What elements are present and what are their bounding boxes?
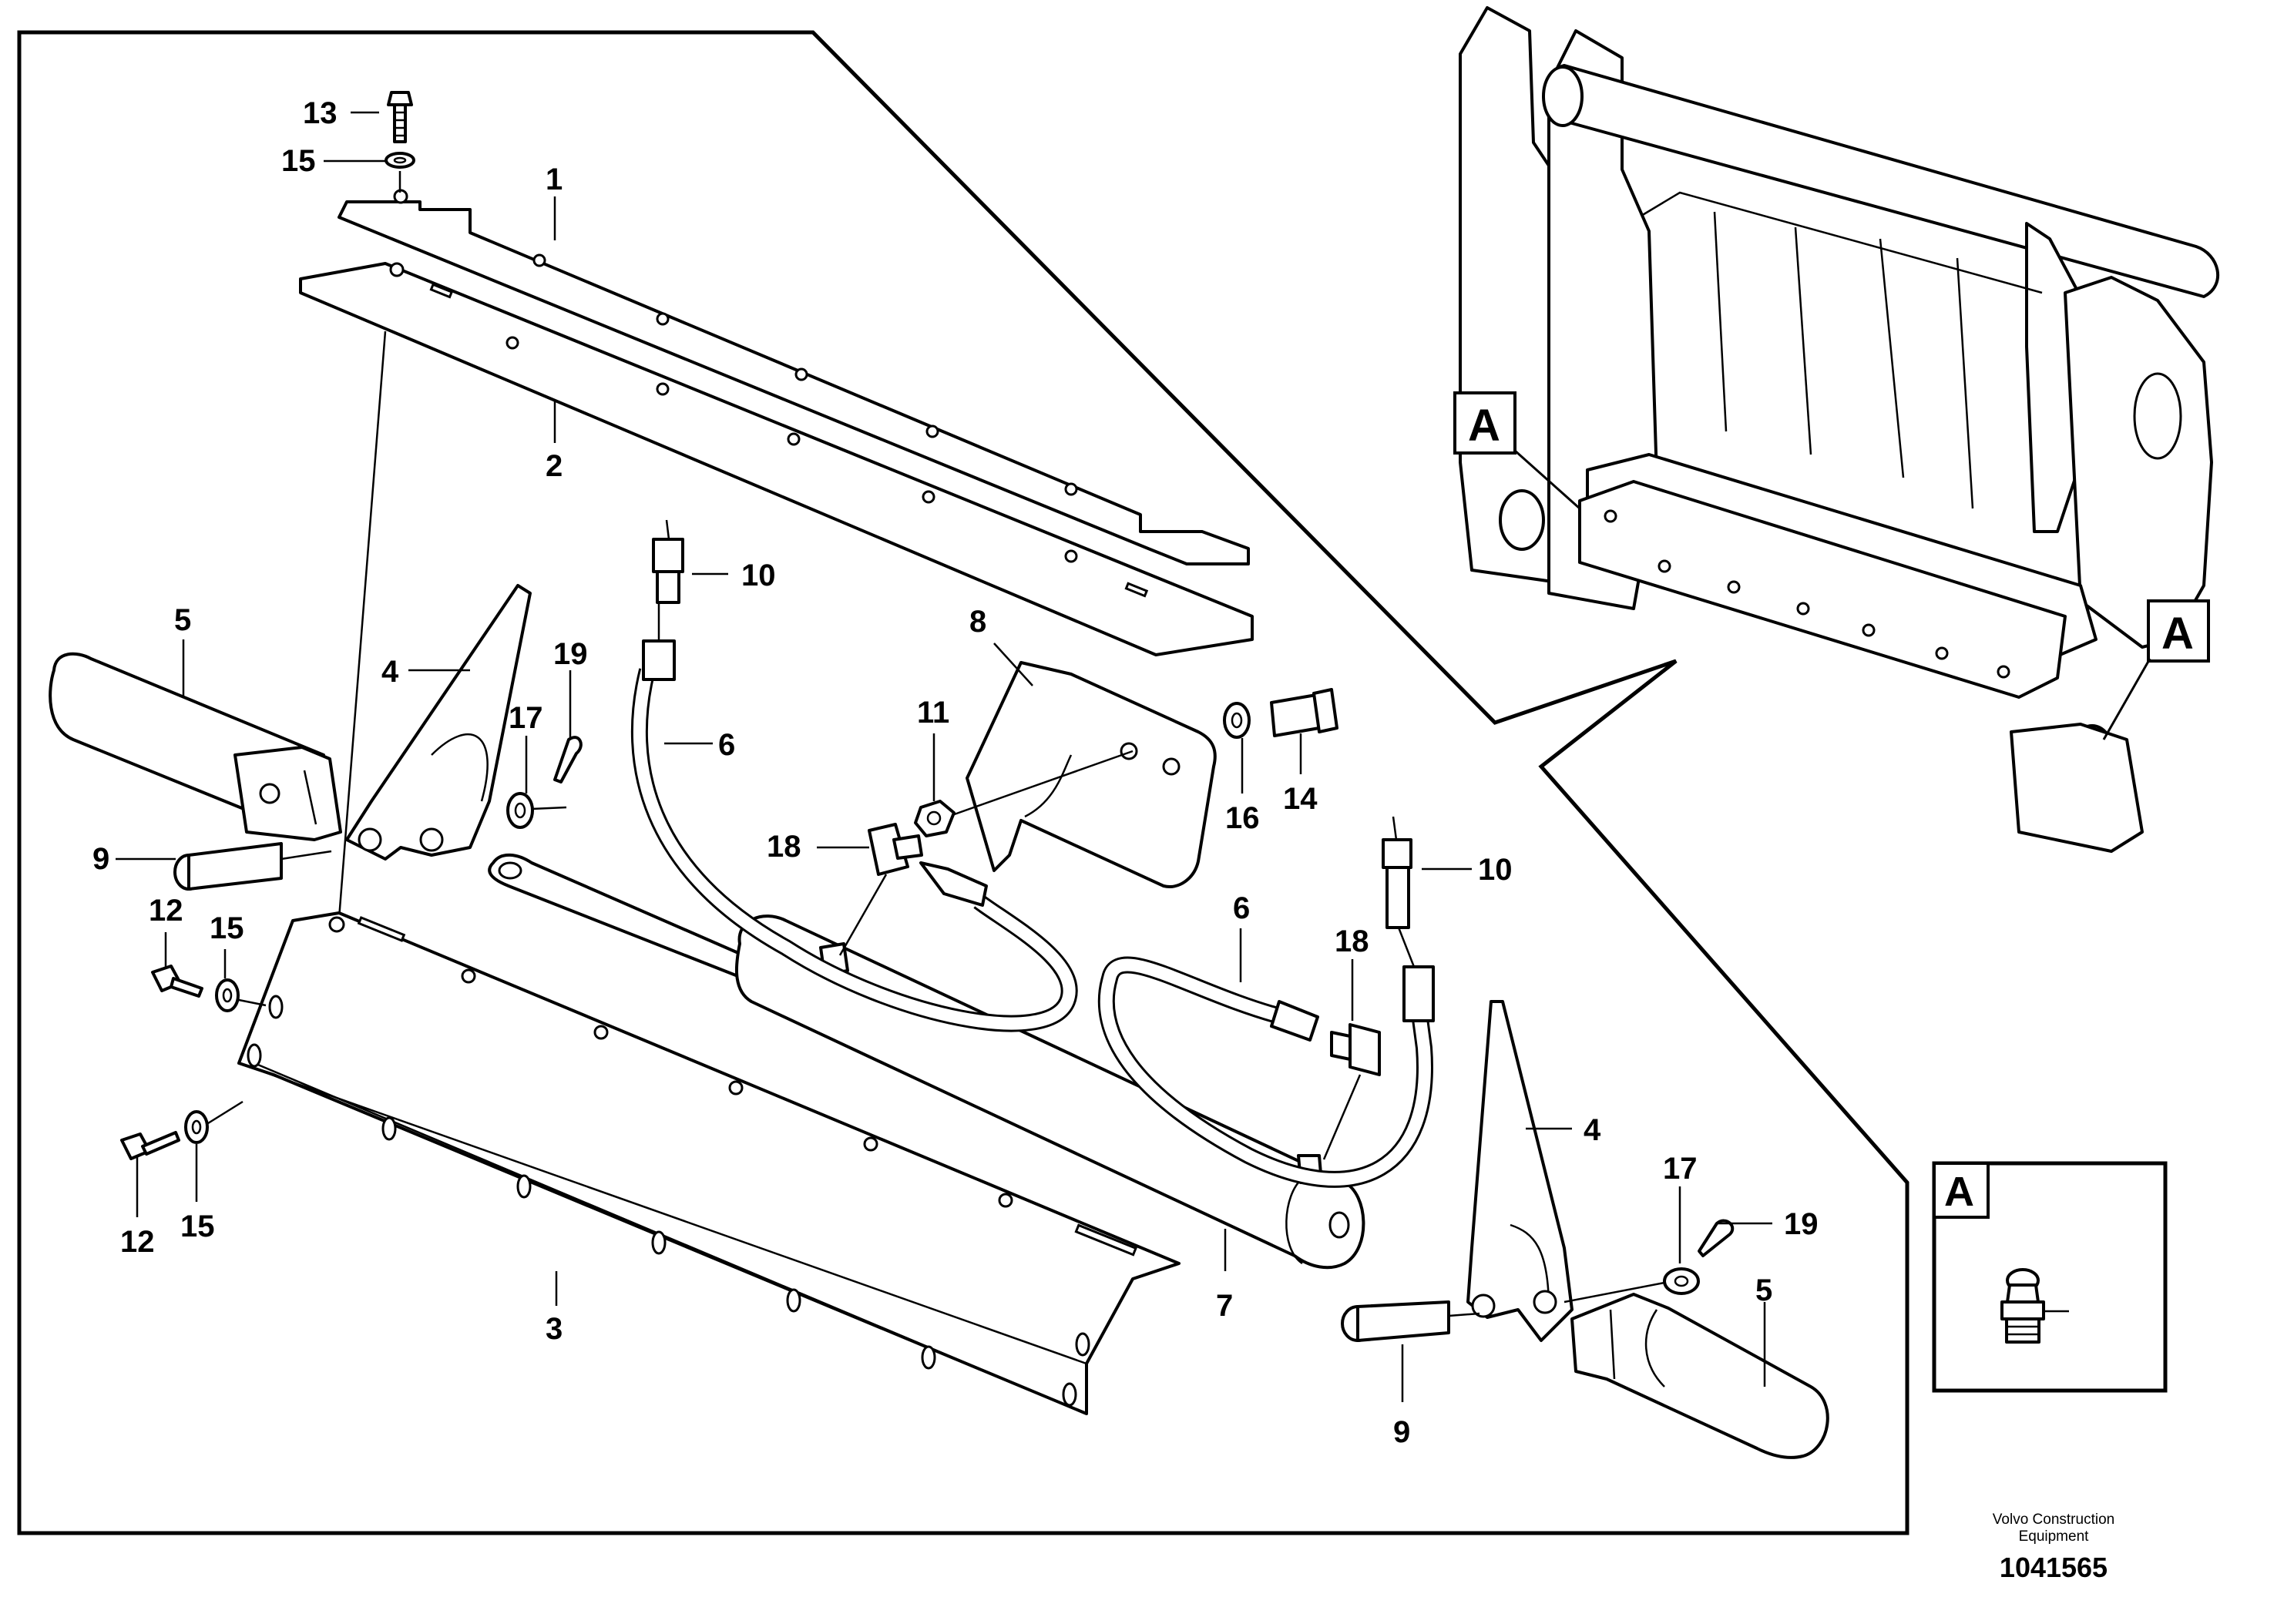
part-15-washer-top <box>385 152 415 193</box>
credit-company-line2: Equipment <box>2018 1528 2089 1545</box>
part-10-fitting-upper <box>642 519 684 681</box>
part-4-bracket-left <box>345 584 532 861</box>
label-4-left: 4 <box>381 655 399 689</box>
part-5-housing-left <box>49 652 342 841</box>
label-5-right: 5 <box>1755 1273 1772 1307</box>
part-labels: 1 2 3 4 4 5 5 6 6 7 8 9 9 10 10 11 12 12… <box>92 96 2108 1449</box>
label-5-left: 5 <box>174 603 191 637</box>
part-16-washer <box>1223 702 1251 739</box>
part-3-blade <box>237 911 1181 1415</box>
part-15-washer-upper <box>215 978 267 1012</box>
leader-lines <box>116 111 1772 1402</box>
part-9-pin-right <box>1341 1300 1480 1342</box>
detail-a-box: A <box>1932 1161 2168 1393</box>
part-14-bolt <box>1270 688 1338 737</box>
part-12-bolt-upper <box>151 965 203 998</box>
label-18-upper: 18 <box>767 830 801 864</box>
label-19-right: 19 <box>1784 1207 1819 1241</box>
label-8: 8 <box>969 605 986 639</box>
part-19-cotter-pin-left <box>553 736 583 783</box>
part-6-hose-upper <box>630 668 1078 1032</box>
part-20-grease-nipple <box>2000 1268 2045 1344</box>
part-11-nut <box>914 800 956 837</box>
part-6-hose-lower <box>1097 956 1433 1188</box>
label-12-upper: 12 <box>149 894 183 928</box>
label-1: 1 <box>546 163 563 196</box>
assembly-guide-line <box>338 331 387 919</box>
part-18-tee-upper <box>838 823 988 956</box>
part-12-bolt-lower <box>120 1131 180 1160</box>
part-1-wear-plate <box>338 189 1250 565</box>
label-17-right: 17 <box>1663 1152 1698 1186</box>
quick-coupler-overview <box>1459 6 2219 853</box>
view-a-callout-left: A <box>1453 391 1580 510</box>
main-frame <box>17 30 1909 1535</box>
label-18-lower: 18 <box>1335 924 1369 958</box>
part-9-pin-left <box>173 842 332 891</box>
label-15-top: 15 <box>281 144 316 178</box>
label-4-right: 4 <box>1584 1113 1601 1147</box>
label-7: 7 <box>1216 1289 1233 1323</box>
label-15-lower: 15 <box>180 1210 215 1243</box>
label-15-upper: 15 <box>210 911 244 945</box>
label-10-upper: 10 <box>741 559 776 592</box>
label-12-lower: 12 <box>120 1225 155 1259</box>
label-13: 13 <box>303 96 338 130</box>
credit-block: Volvo Construction Equipment 1041565 <box>1938 1512 2169 1584</box>
view-a-callout-right: A <box>2102 599 2210 740</box>
part-13-bolt <box>387 91 413 143</box>
view-a-letter-left: A <box>1468 401 1500 451</box>
label-3: 3 <box>546 1312 563 1346</box>
label-16: 16 <box>1225 801 1260 835</box>
label-19-left: 19 <box>553 637 588 671</box>
part-4-bracket-right <box>1466 1000 1574 1342</box>
part-2-plate <box>299 262 1254 656</box>
nut-guide-line <box>947 750 1134 818</box>
label-6-lower: 6 <box>1233 891 1250 925</box>
label-2: 2 <box>546 449 563 483</box>
label-11: 11 <box>917 696 949 730</box>
part-17-washer-right <box>1563 1267 1700 1304</box>
credit-company-line1: Volvo Construction <box>1992 1512 2115 1528</box>
part-15-washer-lower <box>184 1100 244 1144</box>
label-9-right: 9 <box>1393 1415 1410 1449</box>
label-9-left: 9 <box>92 842 109 876</box>
part-10-fitting-lower <box>1382 816 1435 1022</box>
drawing-number: 1041565 <box>1999 1552 2108 1583</box>
view-a-letter-right: A <box>2161 609 2194 659</box>
label-10-lower: 10 <box>1478 853 1513 887</box>
part-18-tee-lower <box>1322 1023 1381 1160</box>
part-8-bracket <box>966 661 1217 888</box>
label-6-upper: 6 <box>718 728 735 762</box>
detail-a-letter: A <box>1944 1169 1974 1215</box>
part-17-washer-left <box>506 792 567 829</box>
label-14: 14 <box>1283 782 1318 816</box>
label-17-left: 17 <box>509 701 543 735</box>
part-19-cotter-pin-right <box>1698 1219 1735 1257</box>
part-5-housing-right <box>1570 1293 1829 1459</box>
